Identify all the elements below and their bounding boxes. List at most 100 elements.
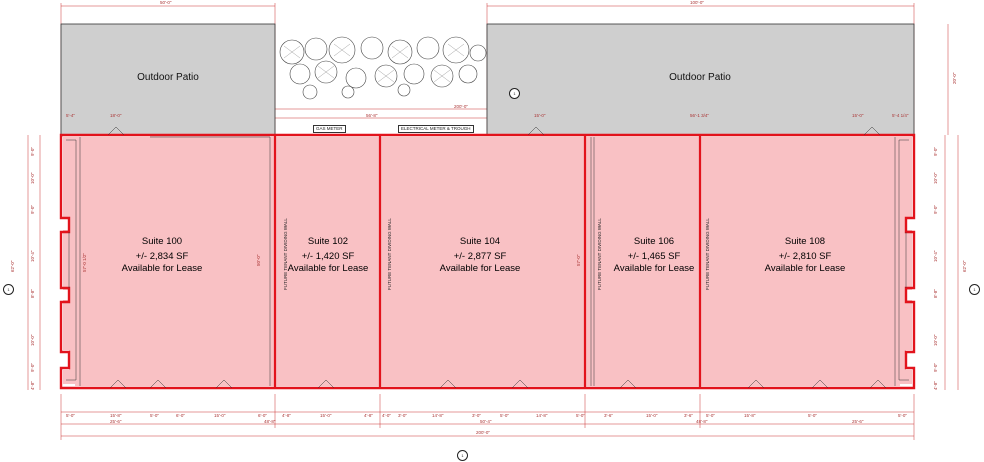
dim-top-left: 50'-0" [160, 0, 172, 5]
dim-left-2: 10'-0" [30, 172, 35, 184]
dim-top-mark-5: 15'-0" [852, 113, 864, 118]
dim-patio-depth: 20'-0" [952, 72, 957, 84]
suite-100-fill [63, 137, 274, 386]
dim-bottom-small-9: 4'-8" [364, 413, 373, 418]
dim-bottom-small-13: 3'-0" [472, 413, 481, 418]
section-marker-bottom: 1 [457, 450, 468, 461]
dim-bottom-small-21: 15'-8" [744, 413, 756, 418]
dim-bottom-small-23: 5'-0" [898, 413, 907, 418]
dim-top-right: 100'-0" [690, 0, 704, 5]
dim-bottom-seg-5: 25'-6" [852, 419, 864, 424]
dim-left-6: 10'-0" [30, 334, 35, 346]
dim-right-1: 9'-0" [933, 147, 938, 156]
dim-top-mark-1: 5'-4" [66, 113, 75, 118]
dim-bottom-seg-1: 25'-6" [110, 419, 122, 424]
section-marker-top: 1 [509, 88, 520, 99]
dim-right-7: 9'-0" [933, 363, 938, 372]
suite-104-fill [381, 137, 584, 386]
dim-bottom-small-22: 5'-0" [808, 413, 817, 418]
suite-102-name: Suite 102 [307, 236, 349, 247]
dim-overall-top: 200'-0" [454, 104, 468, 109]
suite-108-area: +/- 2,810 SF [778, 251, 832, 262]
patio-right-label: Outdoor Patio [669, 72, 731, 83]
dim-bottom-small-19: 3'-6" [684, 413, 693, 418]
patio-left-label: Outdoor Patio [137, 72, 199, 83]
door-swings [107, 126, 887, 389]
dim-bottom-small-14: 5'-0" [500, 413, 509, 418]
dim-bottom-small-6: 6'-0" [258, 413, 267, 418]
suite-108-fill [701, 137, 912, 386]
tree-texture [283, 43, 465, 83]
dim-gap-width: 56'-8" [366, 113, 378, 118]
dim-right-2: 10'-0" [933, 172, 938, 184]
suite-108-status: Available for Lease [764, 263, 846, 274]
dim-bottom-small-7: 4'-8" [282, 413, 291, 418]
suite-106-status: Available for Lease [613, 263, 695, 274]
dim-building-depth-left: 62'-0" [10, 260, 15, 272]
interior-dim-3: 57'-0" [576, 254, 581, 266]
suite-100-status: Available for Lease [121, 263, 203, 274]
dim-bottom-small-3: 5'-0" [150, 413, 159, 418]
bottom-dimension-lines [27, 135, 959, 440]
dim-right-3: 9'-0" [933, 205, 938, 214]
suite-100-name: Suite 100 [141, 236, 183, 247]
dim-left-1: 9'-0" [30, 147, 35, 156]
suite-102-area: +/- 1,420 SF [301, 251, 355, 262]
dim-bottom-seg-4: 48'-8" [696, 419, 708, 424]
electrical-meter-tag: ELECTRICAL METER & TROUGH [398, 125, 474, 133]
dim-top-mark-3: 15'-0" [534, 113, 546, 118]
dim-bottom-small-1: 5'-0" [66, 413, 75, 418]
dim-left-5: 8'-8" [30, 289, 35, 298]
suite-106-fill [586, 137, 699, 386]
section-marker-right: 1 [969, 284, 980, 295]
suite-106-name: Suite 106 [633, 236, 675, 247]
dim-left-7: 9'-0" [30, 363, 35, 372]
wall-note-1: FUTURE TENANT DIVIDING WALL [283, 218, 288, 290]
dim-top-mark-6: 5'-4 1/4" [892, 113, 909, 118]
suite-108[interactable]: Suite 108 +/- 2,810 SF Available for Lea… [745, 236, 865, 275]
suite-106-area: +/- 1,465 SF [627, 251, 681, 262]
interior-dim-1: 57'-0 1/2" [82, 253, 87, 272]
dim-bottom-small-4: 6'-0" [176, 413, 185, 418]
suite-fills [63, 137, 912, 386]
suite-104-name: Suite 104 [459, 236, 501, 247]
suite-108-name: Suite 108 [784, 236, 826, 247]
dim-right-6: 10'-0" [933, 334, 938, 346]
dim-bottom-small-11: 3'-0" [398, 413, 407, 418]
suite-106[interactable]: Suite 106 +/- 1,465 SF Available for Lea… [594, 236, 714, 275]
dim-bottom-small-10: 4'-0" [382, 413, 391, 418]
dim-bottom-small-18: 15'-0" [646, 413, 658, 418]
dim-bottom-small-2: 15'-8" [110, 413, 122, 418]
interior-dim-2: 50'-0" [256, 254, 261, 266]
wall-note-4: FUTURE TENANT DIVIDING WALL [705, 218, 710, 290]
dim-bottom-seg-3: 50'-4" [480, 419, 492, 424]
suite-102-fill [276, 137, 379, 386]
interior-lines [66, 136, 909, 386]
dim-left-4: 10'-4" [30, 250, 35, 262]
suite-102[interactable]: Suite 102 +/- 1,420 SF Available for Lea… [268, 236, 388, 275]
dim-bottom-small-17: 3'-6" [604, 413, 613, 418]
dim-building-depth-right: 62'-0" [962, 260, 967, 272]
wall-note-3: FUTURE TENANT DIVIDING WALL [597, 218, 602, 290]
dim-bottom-small-8: 15'-0" [320, 413, 332, 418]
suite-104-area: +/- 2,877 SF [453, 251, 507, 262]
dividing-walls [273, 135, 702, 388]
dim-left-3: 9'-0" [30, 205, 35, 214]
dim-bottom-seg-2: 48'-8" [264, 419, 276, 424]
wall-note-2: FUTURE TENANT DIVIDING WALL [387, 218, 392, 290]
dim-bottom-small-20: 5'-0" [706, 413, 715, 418]
patio-right [486, 23, 915, 136]
dim-top-mark-2: 18'-0" [110, 113, 122, 118]
dim-bottom-small-12: 14'-8" [432, 413, 444, 418]
section-marker-left: 1 [3, 284, 14, 295]
dim-bottom-small-15: 14'-8" [536, 413, 548, 418]
dim-left-8: 4'-8" [30, 381, 35, 390]
suite-100-area: +/- 2,834 SF [135, 251, 189, 262]
suite-104[interactable]: Suite 104 +/- 2,877 SF Available for Lea… [420, 236, 540, 275]
dim-right-4: 10'-4" [933, 250, 938, 262]
suite-100[interactable]: Suite 100 +/- 2,834 SF Available for Lea… [102, 236, 222, 275]
suite-104-status: Available for Lease [439, 263, 521, 274]
gas-meter-tag: GAS METER [313, 125, 346, 133]
tree-cluster [279, 36, 487, 100]
